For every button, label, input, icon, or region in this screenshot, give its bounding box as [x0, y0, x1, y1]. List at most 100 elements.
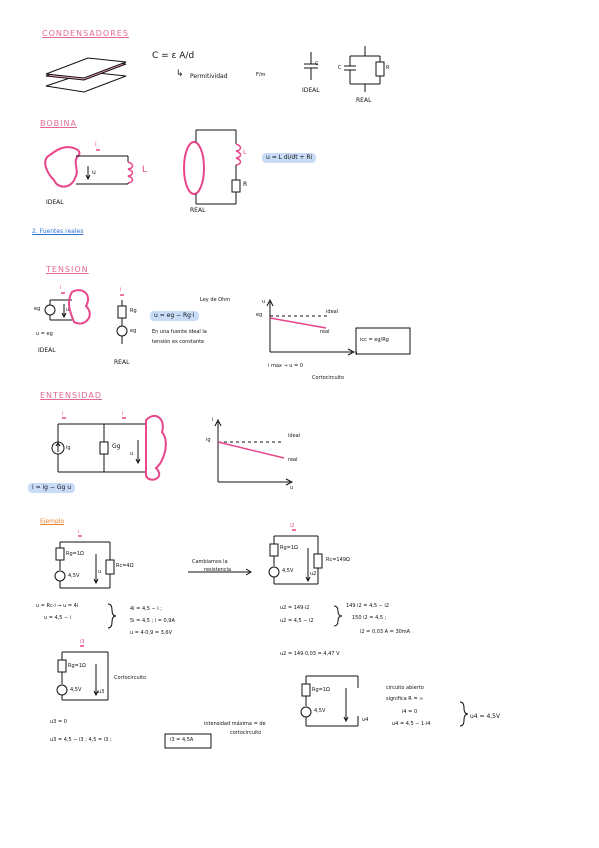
- resistencia-note: resistencia: [204, 567, 232, 573]
- ideal-coil-l-label: L: [142, 165, 148, 175]
- tension-real-eg-label: eg: [130, 328, 137, 334]
- example-circuit-3: [56, 651, 109, 701]
- cambiamos-note: Cambiamos la: [192, 559, 228, 565]
- eq4-line-1: 149 i2 = 4,5 − i2: [346, 603, 389, 609]
- capacitor-plates-sketch: [45, 57, 127, 93]
- circuito-abierto-note: circuito abierto: [386, 685, 424, 691]
- tension-u-eq: u = eg: [36, 331, 53, 337]
- example-circuit-2: [268, 535, 323, 585]
- i4-eq: i4 = 0: [402, 709, 418, 715]
- real-cap-label: C: [338, 65, 342, 71]
- u4-result: u4 = 4,5V: [470, 713, 501, 720]
- c3-cortocircuito-note: Cortocircuito: [114, 675, 147, 681]
- tension-graph-ideal-label: ideal: [326, 309, 339, 315]
- c1-u: u: [98, 569, 102, 575]
- icc-formula-box: [355, 327, 411, 355]
- intensidad-graph-ideal-label: ideal: [288, 433, 301, 439]
- i3-eq: u3 = 4,5 − i3 ; 4,5 = i3 ;: [50, 737, 112, 743]
- i3-result: i3 = 4,5A: [170, 737, 194, 743]
- bobina-voltage-label: u: [92, 169, 96, 176]
- ideal-coil-caption: IDEAL: [46, 199, 64, 206]
- tension-eg-label: eg: [34, 306, 41, 312]
- c1-voltage: 4,5V: [68, 573, 80, 579]
- real-cap-r-label: R: [386, 65, 390, 71]
- formula-arrow-glyph: ↳: [176, 69, 184, 79]
- brace-1: [107, 603, 117, 629]
- c3-rg: Rg=1Ω: [68, 663, 86, 669]
- eq2-line-3: u = 4·0,9 = 3,6V: [130, 630, 172, 636]
- eq5-line: u2 = 149·0,03 = 4,47 V: [280, 651, 340, 657]
- eq1-line-2: u = 4,5 − i: [44, 615, 72, 621]
- tension-u-label: u: [66, 307, 70, 313]
- real-coil-caption: REAL: [190, 207, 206, 214]
- real-coil-circuit: [183, 129, 242, 205]
- c3-voltage: 4,5V: [70, 687, 82, 693]
- ideal-voltage-source-circuit: [44, 289, 91, 325]
- bobina-current-label: i: [95, 141, 97, 148]
- tension-note-line-2: tensión es constante: [152, 339, 205, 345]
- tension-real-current: i: [120, 287, 122, 293]
- c2-current: i2: [290, 523, 295, 529]
- tension-title: TENSION: [46, 265, 89, 274]
- intensidad-maxima-note-1: intensidad máxima = de: [204, 721, 266, 727]
- intensidad-ig-label: ig: [66, 445, 71, 451]
- permitividad-units: F/m: [256, 72, 266, 78]
- brace-3: [459, 701, 469, 727]
- c1-rg: Rg=1Ω: [66, 551, 84, 557]
- ley-ohm-note: Ley de Ohm: [200, 297, 231, 303]
- eq2-line-2: 5i = 4,5 ; i = 0,9A: [130, 618, 175, 624]
- intensidad-current-2: i: [122, 411, 124, 417]
- eq4-line-3: i2 = 0,03 A = 30mA: [360, 629, 411, 635]
- u4-eq: u4 = 4,5 − 1·i4: [392, 721, 431, 727]
- real-coil-l-label: L: [243, 149, 247, 156]
- brace-2: [333, 605, 343, 627]
- tension-ideal-current: i: [60, 285, 62, 291]
- c1-current: i: [78, 529, 80, 535]
- intensidad-current-1: i: [62, 411, 64, 417]
- icc-formula: icc = eg/Rg: [360, 337, 389, 343]
- intensidad-gg-label: Gg: [112, 443, 121, 450]
- bobina-title: BOBINA: [40, 119, 77, 128]
- permitividad-label: Permitividad: [190, 73, 228, 80]
- c3-u: u3: [98, 689, 105, 695]
- tension-imax-note: i max → u = 0: [268, 363, 303, 369]
- tension-graph-real-label: real: [320, 329, 330, 335]
- voltage-source-graph: [266, 298, 356, 356]
- intensidad-graph-ig-tick: ig: [206, 437, 211, 443]
- c4-rg: Rg=1Ω: [312, 687, 330, 693]
- ejemplo-heading: Ejemplo: [40, 518, 65, 525]
- ideal-cap-caption: IDEAL: [302, 87, 320, 94]
- tension-cortocircuito-note: Cortocircuito: [312, 375, 345, 381]
- eq3-line-1: u2 = 149·i2: [280, 605, 310, 611]
- tension-ideal-caption: IDEAL: [38, 347, 56, 354]
- condensadores-title: CONDENSADORES: [42, 29, 129, 38]
- c2-rc: Rc=149Ω: [326, 557, 350, 563]
- intensidad-graph-real-label: real: [288, 457, 298, 463]
- ideal-coil-circuit: [44, 146, 134, 188]
- intensidad-graph-u-axis: u: [290, 485, 294, 491]
- intensidad-formula: i = ig − Gg u: [28, 483, 75, 493]
- c4-u: u4: [362, 717, 369, 723]
- example-circuit-1: [54, 541, 115, 589]
- current-source-circuit: [51, 414, 167, 481]
- fuentes-reales-heading: 2. Fuentes reales: [32, 228, 84, 235]
- real-cap-caption: REAL: [356, 97, 372, 104]
- significa-note: significa R = ∞: [386, 696, 424, 702]
- current-source-graph: [214, 418, 294, 486]
- u3-eq: u3 = 0: [50, 719, 67, 725]
- intensidad-maxima-note-2: cortocircuito: [230, 730, 262, 736]
- example-circuit-4: [300, 675, 359, 727]
- i3-result-box: [164, 733, 212, 749]
- real-voltage-source-circuit: [116, 300, 128, 344]
- ideal-capacitor-symbol: [304, 52, 318, 80]
- tension-rg-label: Rg: [130, 308, 137, 314]
- tension-graph-i-axis: i: [356, 351, 358, 357]
- c1-rc: Rc=4Ω: [116, 563, 134, 569]
- c2-voltage: 4,5V: [282, 568, 294, 574]
- intensidad-title: ENTENSIDAD: [40, 391, 103, 400]
- intensidad-u-label: u: [130, 451, 134, 457]
- tension-real-caption: REAL: [114, 359, 130, 366]
- c3-current: i3: [80, 639, 85, 645]
- eq4-line-2: 150 i2 = 4,5 ;: [352, 615, 387, 621]
